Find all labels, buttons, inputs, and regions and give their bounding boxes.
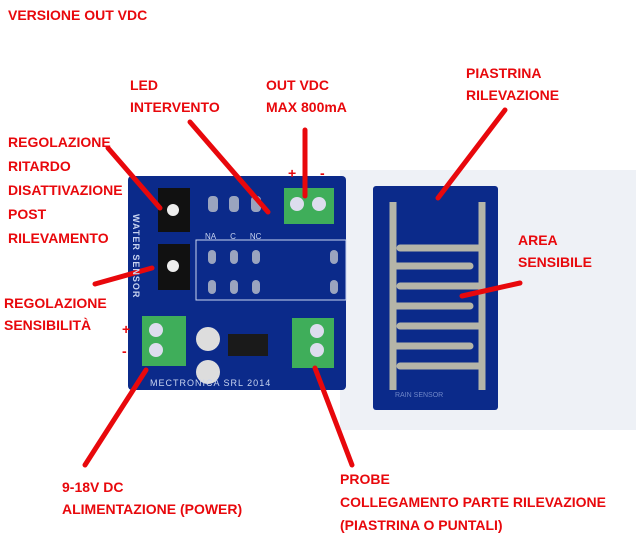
controller-board: [128, 176, 347, 390]
board-side-text: WATER SENSOR: [131, 214, 141, 299]
out-plus: +: [288, 165, 297, 181]
terminal-power: [142, 316, 186, 366]
page-title: VERSIONE OUT VDC: [8, 7, 148, 23]
relay-pin: C: [230, 232, 236, 241]
relay-pin: NC: [249, 232, 262, 241]
relay-pins: NA C NC: [205, 232, 261, 241]
power-plus: +: [122, 321, 131, 337]
plate-text: RAIN SENSOR: [395, 392, 444, 399]
sensor-plate: [373, 186, 498, 410]
ic-chip: [228, 334, 268, 356]
power-minus: -: [122, 343, 127, 359]
capacitor: [196, 327, 220, 351]
pointer-lines: [82, 107, 523, 468]
out-minus: -: [320, 165, 325, 181]
relay-pin: NA: [205, 232, 217, 241]
board-bottom-text: MECTRONICA SRL 2014: [150, 378, 272, 388]
